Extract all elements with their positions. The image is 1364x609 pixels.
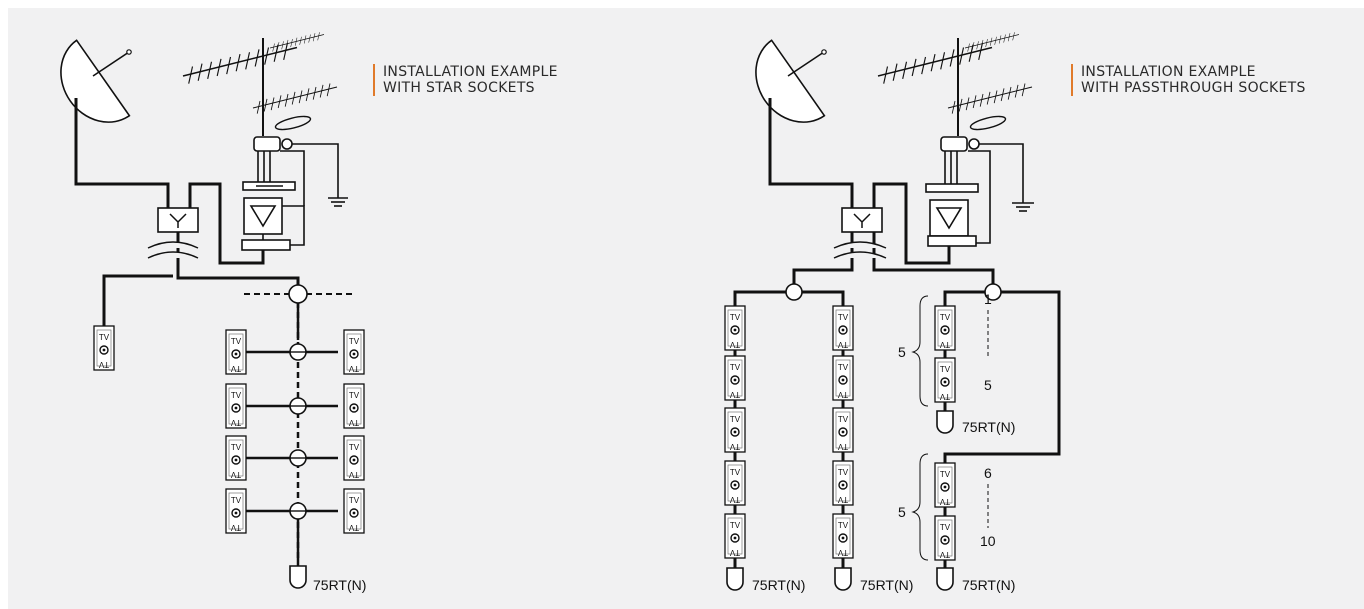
installation-diagram: TV TV [43, 31, 1061, 593]
title-line-2: WITH STAR SOCKETS [383, 80, 535, 96]
tv-antenna [877, 31, 1033, 136]
group-1-count: 5 [898, 344, 906, 360]
title-line-1: INSTALLATION EXAMPLE [383, 64, 558, 80]
star-trunk [244, 284, 356, 568]
title-star-sockets: INSTALLATION EXAMPLE WITH STAR SOCKETS [373, 64, 558, 96]
diplexer [841, 207, 883, 233]
tv-antenna [182, 31, 338, 136]
left-panel: 75RT(N) [43, 31, 366, 593]
group-2-end: 10 [980, 533, 996, 549]
antenna-electronics [925, 136, 1034, 247]
terminator-label: 75RT(N) [860, 577, 913, 593]
group-1-end: 5 [984, 377, 992, 393]
satellite-dish [738, 39, 828, 140]
group-1-bracket [911, 295, 989, 407]
group-1-start: 1 [984, 291, 992, 307]
title-line-1: INSTALLATION EXAMPLE [1081, 64, 1256, 80]
group-2-bracket [911, 453, 989, 561]
coax-cables [768, 98, 995, 286]
group-2-count: 5 [898, 504, 906, 520]
title-line-2: WITH PASSTHROUGH SOCKETS [1081, 80, 1306, 96]
star-branches [238, 343, 338, 520]
terminator-left [289, 565, 307, 589]
cable-break [833, 241, 887, 259]
group-2-start: 6 [984, 465, 992, 481]
right-panel: 75RT(N) 75RT(N) 75RT(N) 75RT(N) 5 1 5 5 … [724, 31, 1061, 593]
diagram-canvas: INSTALLATION EXAMPLE WITH STAR SOCKETS I… [8, 8, 1364, 609]
satellite-dish [43, 39, 133, 140]
terminator-label: 75RT(N) [313, 577, 366, 593]
antenna-electronics [241, 136, 348, 251]
diplexer [157, 207, 199, 233]
tv-sockets-column-2 [832, 305, 854, 559]
title-passthrough-sockets: INSTALLATION EXAMPLE WITH PASSTHROUGH SO… [1071, 64, 1306, 96]
terminator-label: 75RT(N) [752, 577, 805, 593]
terminator-label: 75RT(N) [962, 419, 1015, 435]
tv-sockets-left [93, 325, 365, 534]
terminator-label: 75RT(N) [962, 577, 1015, 593]
cable-break [147, 241, 199, 259]
splitters [785, 283, 1002, 301]
tv-sockets-column-1 [724, 305, 746, 559]
